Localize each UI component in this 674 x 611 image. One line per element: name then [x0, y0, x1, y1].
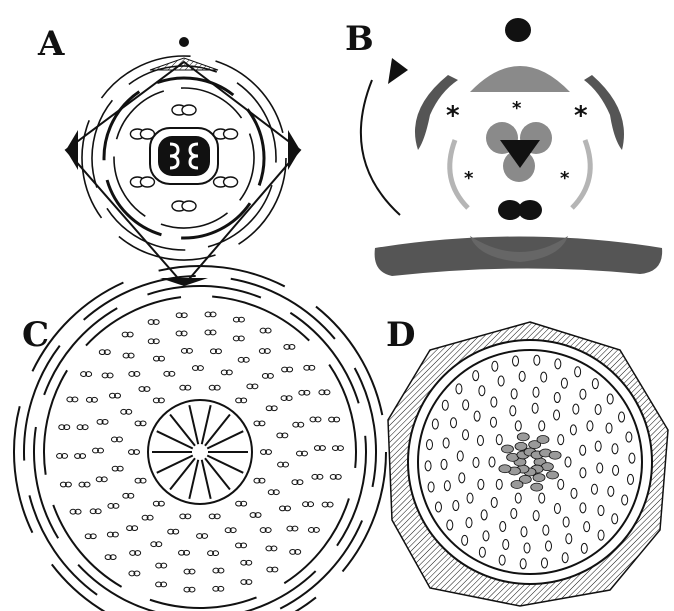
bract-tip-left — [66, 130, 78, 170]
perianth-arc — [29, 495, 97, 594]
anther — [224, 129, 238, 139]
carpel — [511, 481, 523, 489]
perianth-arc — [329, 365, 356, 468]
asterisk: * — [574, 101, 588, 131]
carpel-septum — [189, 405, 198, 444]
bract-hatched-top — [150, 58, 218, 70]
right-petal — [584, 75, 624, 150]
asterisk: * — [560, 168, 570, 189]
carpel-septum — [202, 460, 211, 499]
carpel-ring — [152, 405, 248, 499]
carpel-septum — [202, 405, 211, 444]
asterisk: * — [446, 101, 460, 131]
panel-b-label: B — [345, 19, 374, 59]
anther — [224, 177, 238, 187]
axis-dot — [179, 37, 189, 47]
panel-c: C — [14, 266, 386, 611]
carpel-septum — [205, 458, 230, 489]
panel-d-label: D — [386, 315, 415, 355]
carpel-septum — [189, 460, 198, 499]
panel-d: D — [386, 315, 668, 606]
carpel-septum — [157, 431, 193, 448]
perianth-arc — [147, 286, 260, 298]
perianth-arc — [150, 597, 257, 608]
rotation-arrow — [361, 80, 400, 215]
asterisk: * — [512, 98, 522, 119]
panel-b: B * * * * * — [345, 18, 662, 276]
carpel-septum — [205, 414, 230, 445]
bract-tip-right — [288, 130, 300, 170]
carpel-septum — [170, 414, 195, 445]
tepal-arc — [157, 78, 233, 95]
carpel — [499, 465, 511, 473]
arrow-head — [388, 58, 408, 84]
carpel-septum — [207, 431, 243, 448]
anther — [182, 201, 196, 211]
stamen-spiral — [57, 312, 344, 592]
tepal-arc — [82, 120, 101, 218]
labellum-lobe-right — [518, 200, 542, 220]
tepal-arc — [92, 100, 112, 187]
perianth-arc — [14, 406, 32, 533]
tepal-arc — [161, 213, 228, 228]
carpel — [531, 483, 543, 491]
carpel — [501, 445, 513, 453]
ovary-wall — [158, 136, 210, 176]
perianth-arc — [86, 297, 181, 345]
carpel-septum — [170, 458, 195, 489]
carpel — [549, 451, 561, 459]
carpel — [517, 433, 529, 441]
perianth-arc — [24, 346, 60, 461]
carpel — [547, 471, 559, 479]
anther — [182, 105, 196, 115]
perianth-rings — [14, 266, 386, 611]
androecium-boundary — [418, 350, 642, 574]
tepal-arc — [240, 134, 254, 201]
carpel — [537, 435, 549, 443]
panel-a: A — [37, 24, 300, 286]
tepal-arc — [216, 61, 283, 133]
upper-petal — [470, 66, 570, 92]
carpel-septum — [207, 455, 243, 472]
inner-arc-right — [572, 140, 590, 208]
perianth-arc — [280, 521, 362, 609]
carpel-septum — [157, 455, 193, 472]
axis-dot — [505, 18, 531, 42]
perianth-arc — [337, 436, 366, 546]
asterisk: * — [464, 168, 474, 189]
anther — [140, 177, 154, 187]
panel-a-label: A — [37, 24, 65, 64]
perianth-arc — [316, 307, 382, 415]
